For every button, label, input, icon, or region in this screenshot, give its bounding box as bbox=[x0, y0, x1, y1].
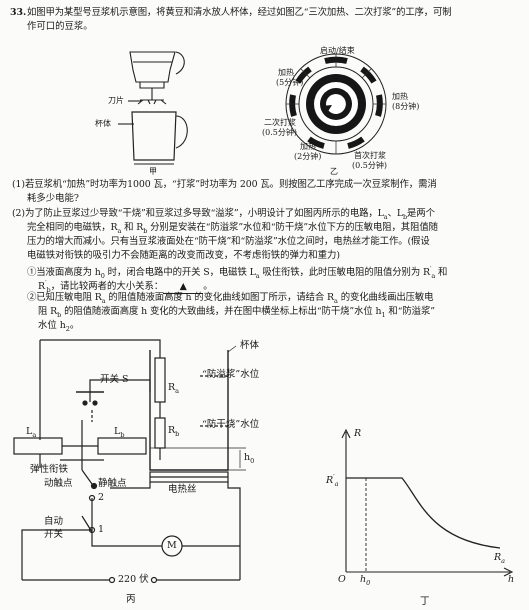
yi-blend1-label: 首次打浆 bbox=[354, 151, 386, 160]
answer-blank[interactable]: ▲ bbox=[163, 280, 204, 295]
question-intro-line1: 如图甲为某型号豆浆机示意图，将黄豆和清水放人杯体，经过如图乙“三次加热、二次打浆… bbox=[27, 7, 452, 18]
yi-blend1-time: (0.5分钟) bbox=[352, 161, 387, 170]
yi-heat1-time: (5分钟) bbox=[276, 78, 304, 87]
bing-voltage-label: 220 伏 bbox=[118, 574, 149, 585]
bing-La-label: La bbox=[26, 426, 37, 439]
sub2-line2: 阻 Rb 的阻值随液面高度 h 变化的大致曲线，并在图中横坐标上标出“防干烧”水… bbox=[38, 306, 435, 319]
bing-cup-label: 杯体 bbox=[240, 340, 260, 351]
part2-line3: 压力的增大而减小。只有当豆浆液面处在“防干烧”和“防溢浆”水位之间时，电热丝才能… bbox=[27, 236, 430, 247]
bing-contact-2: 2 bbox=[98, 492, 105, 503]
yi-blend2-label: 二次打浆 bbox=[264, 118, 296, 127]
question-intro-line2: 作可口的豆浆。 bbox=[27, 21, 93, 32]
yi-heat3-label: 加热 bbox=[300, 142, 316, 151]
yi-heat2-label: 加热 bbox=[392, 92, 408, 101]
yi-heat3-time: (2分钟) bbox=[294, 152, 322, 161]
caption-ding: 丁 bbox=[420, 596, 430, 607]
bing-auto-switch-2: 开关 bbox=[44, 529, 64, 540]
ding-h0: h0 bbox=[360, 574, 371, 587]
bing-dry-level: “防干烧”水位 bbox=[202, 419, 260, 430]
yi-heat1-label: 加热 bbox=[278, 68, 294, 77]
caption-yi: 乙 bbox=[330, 167, 338, 176]
sub2-line3: 水位 h2。 bbox=[38, 320, 80, 333]
bing-static-contact: 静触点 bbox=[98, 478, 127, 489]
part1-line2: 耗多少电能? bbox=[27, 193, 79, 204]
ding-ra-curve: Ra bbox=[494, 552, 506, 565]
ding-origin: O bbox=[338, 574, 346, 585]
part2-line1: (2)为了防止豆浆过少导致“干烧”和豆浆过多导致“溢浆”，小明设计了如图丙所示的… bbox=[12, 208, 435, 221]
ding-axis-y: R bbox=[354, 428, 362, 439]
part2-line4: 电磁铁对衔铁的吸引力不会随距离的改变而改变，不考虑衔铁的弹力和重力) bbox=[27, 250, 341, 261]
bing-auto-switch-1: 自动 bbox=[44, 516, 64, 527]
bing-Lb-label: Lb bbox=[114, 426, 125, 439]
bing-heater-label: 电热丝 bbox=[168, 484, 197, 495]
bing-overflow-level: “防溢浆”水位 bbox=[202, 369, 260, 380]
sub1-line2: R′b，请比较两者的大小关系：▲。 bbox=[38, 279, 213, 295]
bing-Ra-label: Ra bbox=[168, 382, 180, 395]
ra-curve bbox=[346, 477, 501, 549]
ding-ra-prime: R′a bbox=[326, 473, 339, 489]
sub2-line1: ②已知压敏电阻 Ra 的阻值随液面高度 h 的变化曲线如图丁所示，请结合 Ra … bbox=[27, 292, 434, 305]
yi-blend2-time: (0.5分钟) bbox=[262, 128, 297, 137]
cup-body bbox=[131, 111, 177, 161]
caption-bing: 丙 bbox=[126, 594, 136, 605]
caption-jia: 甲 bbox=[149, 167, 157, 176]
bing-h0-label: h0 bbox=[244, 452, 255, 465]
yi-heat2-time: (8分钟) bbox=[392, 102, 420, 111]
ding-axis-x: h bbox=[508, 574, 515, 585]
question-number: 33. bbox=[10, 7, 27, 18]
blade bbox=[137, 99, 167, 105]
bing-contact-1: 1 bbox=[98, 524, 105, 535]
blade-label: 刀片 bbox=[108, 96, 124, 105]
bing-Rb-label: Rb bbox=[168, 425, 180, 438]
bing-motor-label: M bbox=[167, 540, 177, 551]
yi-start-end: 启动/结束 bbox=[320, 46, 355, 55]
part2-line2: 完全相同的电磁铁，Ra 和 Rb 分别是安装在“防溢浆”水位和“防干烧”水位下方… bbox=[27, 222, 438, 235]
part1-line1: (1)若豆浆机“加热”时功率为1000 瓦，“打浆”时功率为 200 瓦。则按图… bbox=[12, 179, 437, 190]
bing-moving-contact: 动触点 bbox=[44, 478, 73, 489]
bing-switch-label: 开关 S bbox=[100, 374, 129, 385]
cup-label-jia: 杯体 bbox=[95, 119, 111, 128]
machine-top bbox=[129, 51, 176, 83]
bing-armature-label: 弹性衔铁 bbox=[30, 464, 69, 475]
sub1-line1: ①当液面高度为 h0 时，闭合电路中的开关 S，电磁铁 La 吸住衔铁，此时压敏… bbox=[27, 265, 448, 280]
